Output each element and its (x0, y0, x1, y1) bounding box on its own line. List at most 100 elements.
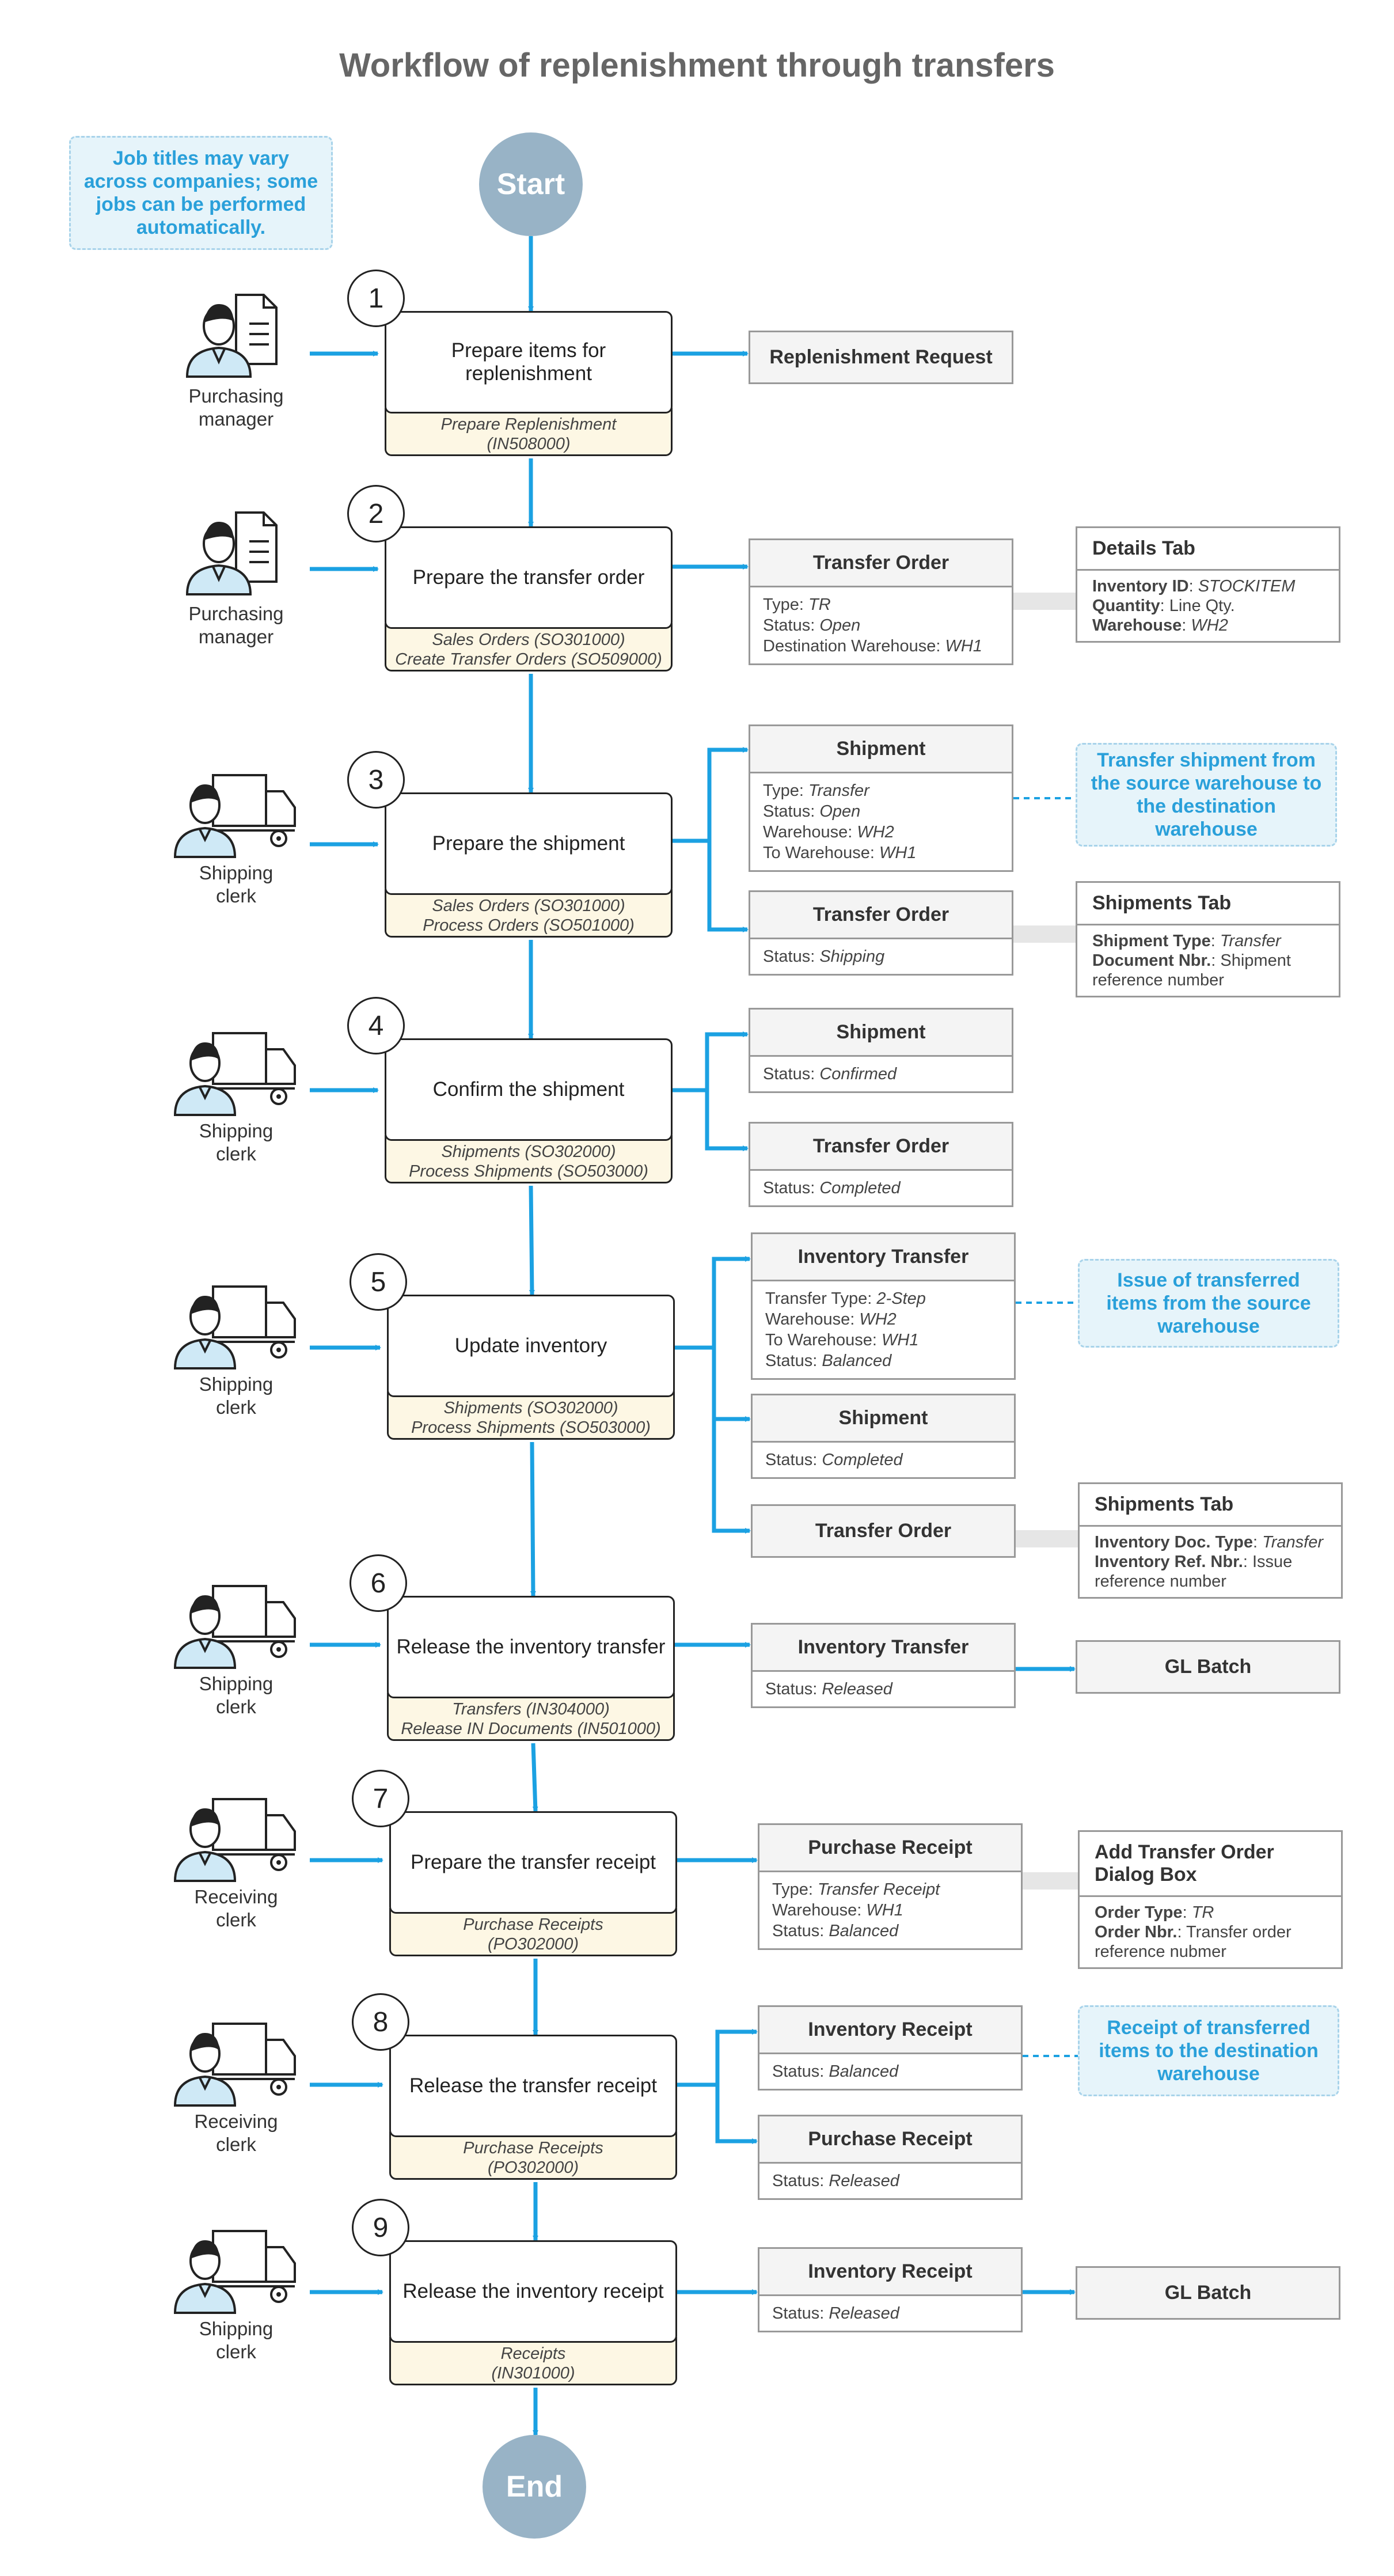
field-value: Balanced (829, 2062, 899, 2081)
step-title[interactable]: Release the transfer receipt (389, 2035, 677, 2137)
card-title: Replenishment Request (750, 332, 1012, 382)
card-field: Status: Balanced (772, 1921, 1008, 1941)
form-reference[interactable]: Sales Orders (SO301000) (432, 631, 625, 649)
step-title[interactable]: Prepare the transfer order (385, 526, 673, 629)
card-fields: Status: Completed (750, 1169, 1012, 1205)
field-text: : (1253, 1533, 1263, 1551)
truck-person-icon (173, 2023, 296, 2107)
card-field: Transfer Type: 2-Step (765, 1288, 1001, 1309)
card-title: Transfer Order (750, 540, 1012, 586)
step-forms: Sales Orders (SO301000)Process Orders (S… (385, 889, 673, 938)
field-label: Quantity (1092, 597, 1160, 615)
card-fields: Status: Released (759, 2162, 1021, 2198)
form-reference[interactable]: Process Shipments (SO503000) (411, 1418, 651, 1437)
step-title[interactable]: Prepare the shipment (385, 792, 673, 895)
card-field: Warehouse: WH2 (765, 1309, 1001, 1330)
step-forms: Sales Orders (SO301000)Create Transfer O… (385, 623, 673, 671)
step-number-badge: 5 (350, 1253, 407, 1311)
annotation-note: Receipt of transferred items to the dest… (1078, 2005, 1339, 2096)
step-title[interactable]: Prepare items for replenishment (385, 311, 673, 413)
form-reference[interactable]: (PO302000) (488, 1935, 579, 1953)
form-reference[interactable]: Create Transfer Orders (SO509000) (395, 650, 662, 669)
card-title: Purchase Receipt (759, 1825, 1021, 1871)
field-text: : (1182, 1903, 1192, 1922)
form-reference[interactable]: Purchase Receipts (463, 2139, 603, 2157)
card-field: Status: Shipping (763, 946, 999, 967)
form-reference[interactable]: Shipments (SO302000) (443, 1399, 618, 1417)
form-tab-card: GL Batch (1076, 1640, 1340, 1694)
step-forms: Purchase Receipts(PO302000) (389, 1908, 677, 1956)
field-label: Status: (763, 616, 820, 635)
card-fields: Status: Confirmed (750, 1055, 1012, 1091)
field-value: WH1 (866, 1901, 903, 1919)
flow-arrow (712, 1348, 751, 1422)
tab-field: Order Nbr.: Transfer order reference nub… (1095, 1922, 1326, 1962)
step-title[interactable]: Update inventory (387, 1295, 675, 1397)
field-label: Document Nbr. (1092, 951, 1211, 970)
step-title[interactable]: Confirm the shipment (385, 1038, 673, 1141)
end-terminal: End (483, 2435, 586, 2539)
actor-label: manager (198, 626, 274, 647)
form-reference[interactable]: (IN301000) (491, 2364, 575, 2382)
card-title: Transfer Order (750, 1124, 1012, 1169)
form-reference[interactable]: Process Orders (SO501000) (423, 916, 635, 935)
card-fields: Status: Shipping (750, 938, 1012, 974)
field-label: Status: (763, 802, 820, 821)
actor-label: Shipping (199, 862, 274, 883)
card-field: Status: Open (763, 615, 999, 636)
document-card: Transfer Order (751, 1504, 1016, 1558)
card-title: Transfer Order (753, 1506, 1014, 1556)
form-reference[interactable]: Receipts (500, 2344, 566, 2363)
field-text: : Line Qty. (1160, 597, 1235, 615)
actor-label: clerk (216, 1143, 256, 1164)
flow-arrow (529, 1185, 535, 1296)
step-number-badge: 3 (347, 751, 405, 809)
truck-person-icon (173, 1032, 296, 1116)
form-reference[interactable]: Process Shipments (SO503000) (409, 1162, 648, 1181)
document-card: Replenishment Request (749, 331, 1013, 384)
field-value: Open (819, 802, 861, 821)
actor-label: clerk (216, 2134, 256, 2155)
tab-field: Inventory Doc. Type: Transfer (1095, 1532, 1326, 1552)
form-reference[interactable]: (IN508000) (487, 435, 571, 453)
field-label: Warehouse: (765, 1310, 860, 1329)
card-field: Status: Confirmed (763, 1064, 999, 1084)
step-title[interactable]: Release the inventory transfer (387, 1596, 675, 1698)
form-reference[interactable]: Prepare Replenishment (440, 415, 617, 434)
form-reference[interactable]: Transfers (IN304000) (452, 1700, 610, 1718)
actor-label: Shipping (199, 1374, 274, 1395)
truck-person-icon (173, 1798, 296, 1882)
field-value: WH2 (857, 823, 894, 841)
form-reference[interactable]: Release IN Documents (IN501000) (401, 1720, 661, 1738)
truck-person-icon (173, 1585, 296, 1669)
field-value: Completed (819, 1179, 901, 1197)
card-title: Shipment (750, 726, 1012, 772)
form-reference[interactable]: Purchase Receipts (463, 1915, 603, 1934)
card-title: Inventory Receipt (759, 2007, 1021, 2053)
step-title[interactable]: Prepare the transfer receipt (389, 1811, 677, 1914)
form-reference[interactable]: Shipments (SO302000) (441, 1143, 616, 1161)
form-reference[interactable]: Sales Orders (SO301000) (432, 897, 625, 915)
field-label: Inventory Ref. Nbr. (1095, 1553, 1243, 1571)
field-label: Destination Warehouse: (763, 637, 945, 655)
step-title[interactable]: Release the inventory receipt (389, 2240, 677, 2343)
field-label: Status: (772, 2304, 829, 2323)
field-value: Balanced (822, 1352, 892, 1370)
step-number-badge: 9 (352, 2199, 409, 2256)
actor-label: Shipping (199, 1120, 274, 1141)
card-fields: Status: Released (753, 1670, 1014, 1706)
tab-title: Add Transfer Order Dialog Box (1095, 1841, 1274, 1885)
field-value: Confirmed (819, 1065, 897, 1083)
field-value: Completed (822, 1451, 903, 1469)
form-reference[interactable]: (PO302000) (488, 2158, 579, 2177)
actor-label: clerk (216, 885, 256, 906)
field-value: WH2 (1191, 616, 1228, 635)
actor-label: Shipping (199, 2318, 274, 2339)
